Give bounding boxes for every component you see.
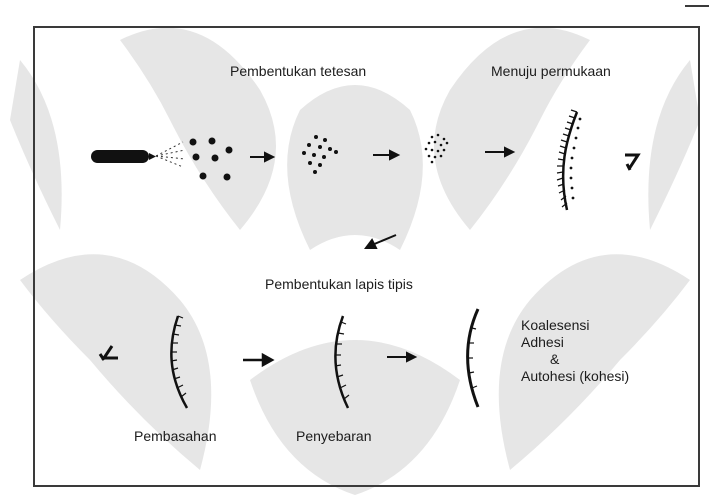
medium-droplets [302,135,338,174]
label-wetting: Pembasahan [134,428,217,445]
figure-frame [34,27,699,486]
small-droplets [425,134,449,164]
arrow-right-3 [485,148,513,156]
arrow-right-1 [250,153,273,161]
label-coalescence: Koalesensi [521,317,590,334]
label-adhesion: Adhesi [521,334,564,351]
arrow-right-4 [243,355,272,365]
return-arrow-icon [625,155,638,170]
spray-nozzle-icon [91,150,156,163]
spreading-surface-icon [335,316,349,408]
label-thin-film-formation: Pembentukan lapis tipis [265,276,413,293]
wetting-surface-icon [171,316,187,408]
coalescence-surface-icon [468,309,479,407]
label-ampersand: & [550,351,559,368]
label-droplet-formation: Pembentukan tetesan [230,63,366,80]
target-surface-icon [557,110,581,210]
spray-cone-icon [156,142,185,167]
arrow-diagonal [366,235,396,248]
arrow-right-2 [373,151,398,159]
large-droplets [190,138,233,181]
arrow-right-5 [387,353,415,361]
label-autohesion: Autohesi (kohesi) [521,368,629,385]
return-arrow-left-icon [100,346,118,360]
label-to-surface: Menuju permukaan [491,63,611,80]
label-spreading: Penyebaran [296,428,372,445]
